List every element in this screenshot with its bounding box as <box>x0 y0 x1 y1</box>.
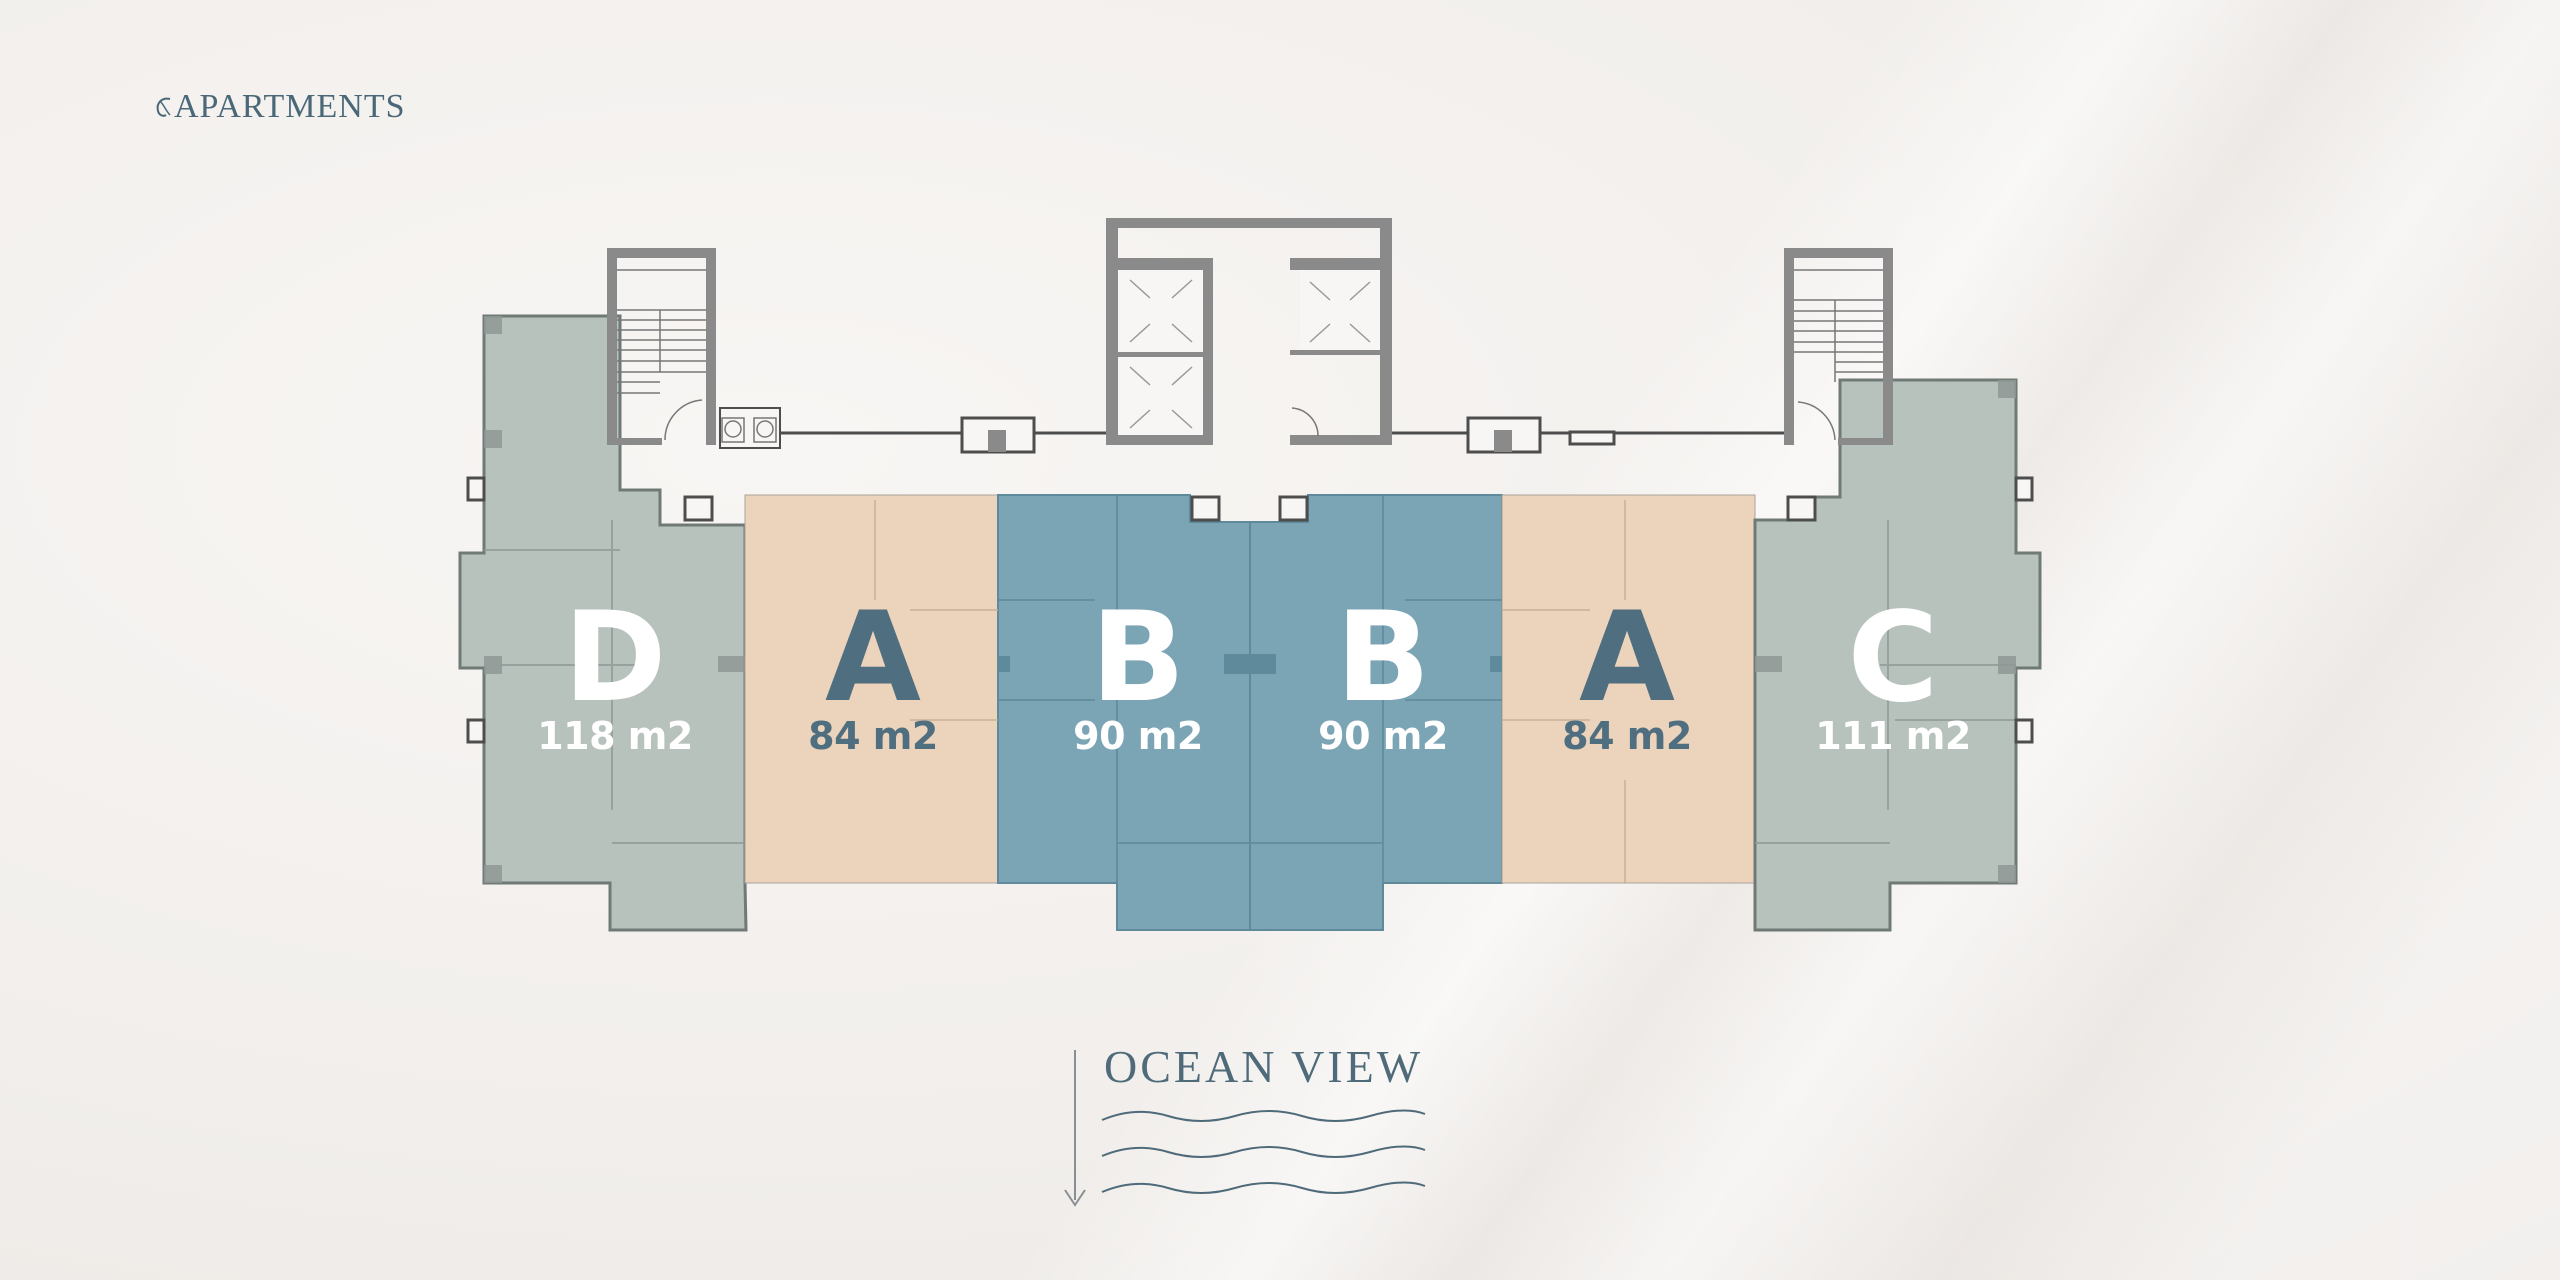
unit-letter: A <box>1579 586 1675 730</box>
unit-area: 90 m2 <box>1073 714 1203 758</box>
stair-right <box>1784 248 1893 445</box>
unit-area: 90 m2 <box>1318 714 1448 758</box>
unit-area: 111 m2 <box>1815 714 1971 758</box>
ocean-view-label: OCEAN VIEW <box>1104 1041 1424 1092</box>
logo-text: APARTMENTS <box>174 88 406 125</box>
unit-letter: B <box>1335 586 1431 730</box>
unit-d-shape[interactable] <box>458 314 748 932</box>
arrow-down-icon <box>1064 1050 1086 1207</box>
unit-label-b-left: B 90 m2 <box>1028 596 1248 758</box>
unit-a-right-shape[interactable] <box>1501 494 1756 884</box>
unit-area: 84 m2 <box>1562 714 1692 758</box>
unit-label-a-right: A 84 m2 <box>1517 596 1737 758</box>
elevator-core <box>1106 218 1392 445</box>
unit-label-b-right: B 90 m2 <box>1273 596 1493 758</box>
unit-label-a-left: A 84 m2 <box>763 596 983 758</box>
unit-area: 84 m2 <box>808 714 938 758</box>
elevator-x-icons <box>1129 279 1371 429</box>
unit-label-c: C 111 m2 <box>1783 596 2003 758</box>
waves-icon <box>1101 1109 1426 1194</box>
logo-mark-icon <box>156 97 171 117</box>
unit-area: 118 m2 <box>537 714 693 758</box>
unit-letter: A <box>825 586 921 730</box>
unit-label-d: D 118 m2 <box>505 596 725 758</box>
unit-letter: C <box>1847 586 1939 730</box>
toilet-icons <box>721 417 777 443</box>
logo: APARTMENTS <box>154 88 406 126</box>
stair-left <box>607 248 716 445</box>
unit-letter: D <box>563 586 667 730</box>
unit-letter: B <box>1090 586 1186 730</box>
